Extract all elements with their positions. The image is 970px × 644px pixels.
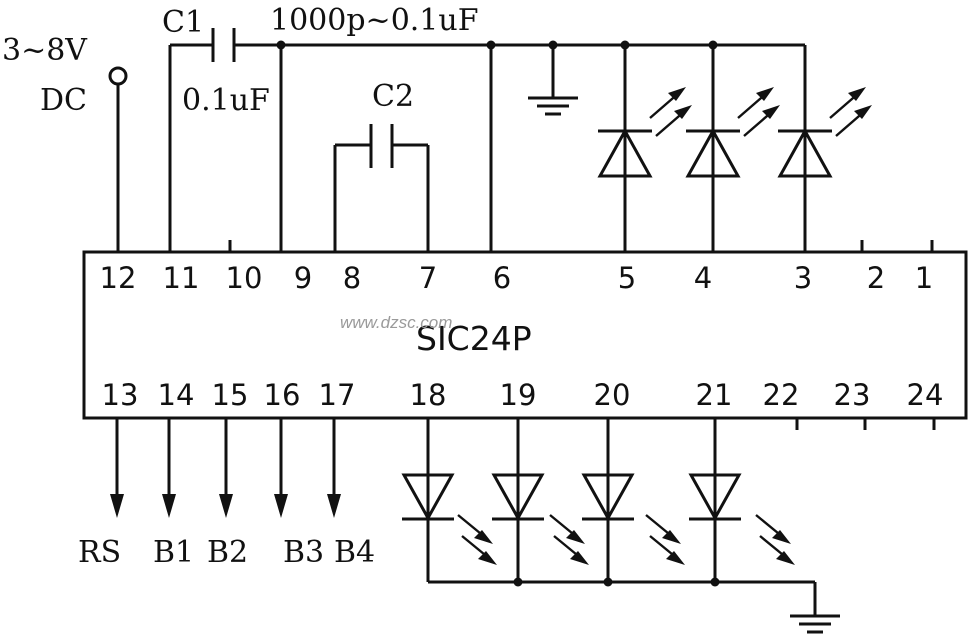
svg-text:21: 21	[696, 378, 733, 412]
c1-value-label: 0.1uF	[182, 83, 270, 118]
svg-text:12: 12	[100, 261, 137, 295]
svg-text:20: 20	[594, 378, 631, 412]
svg-text:4: 4	[694, 261, 712, 295]
chip-body	[82, 250, 968, 420]
supply-voltage-label: 3~8V	[2, 33, 88, 68]
output-label-b3: B3	[283, 535, 324, 570]
supply-type-label: DC	[40, 83, 87, 118]
led-top-pin5	[597, 45, 692, 252]
c1-range-label: 1000p~0.1uF	[270, 3, 479, 38]
svg-text:10: 10	[226, 261, 263, 295]
svg-text:6: 6	[493, 261, 511, 295]
c1-name-label: C1	[162, 5, 204, 40]
c2-name-label: C2	[372, 79, 414, 114]
svg-text:3: 3	[794, 261, 812, 295]
svg-text:19: 19	[500, 378, 537, 412]
output-label-b2: B2	[207, 535, 248, 570]
svg-text:14: 14	[158, 378, 195, 412]
output-label-b4: B4	[334, 535, 375, 570]
led-top-pin4	[685, 45, 780, 252]
svg-text:7: 7	[419, 261, 437, 295]
svg-text:17: 17	[319, 378, 356, 412]
svg-text:15: 15	[212, 378, 249, 412]
svg-text:18: 18	[410, 378, 447, 412]
chip-name-label: SIC24P	[416, 319, 532, 358]
svg-text:2: 2	[867, 261, 885, 295]
output-label-b1: B1	[153, 535, 194, 570]
led-top-pin3	[777, 45, 872, 252]
svg-text:1: 1	[915, 261, 933, 295]
svg-text:24: 24	[907, 378, 944, 412]
power-terminal	[108, 66, 128, 86]
svg-text:16: 16	[264, 378, 301, 412]
svg-text:8: 8	[343, 261, 361, 295]
bottom-pin-numbers: 13 14 15 16 17 18 19 20 21 22 23 24	[102, 378, 944, 412]
bottom-bus-junctions	[513, 577, 720, 587]
svg-text:9: 9	[294, 261, 312, 295]
top-bus-junctions	[276, 40, 718, 50]
top-pin-numbers: 12 11 10 9 8 7 6 5 4 3 2 1	[100, 261, 934, 295]
svg-text:22: 22	[763, 378, 800, 412]
led-bottom-pin21	[688, 418, 795, 582]
led-bottom-pin18	[401, 418, 497, 582]
svg-text:5: 5	[618, 261, 636, 295]
svg-text:13: 13	[102, 378, 139, 412]
led-bottom-pin20	[581, 418, 685, 582]
watermark-text: www.dzsc.com	[340, 313, 452, 332]
output-label-rs: RS	[78, 535, 121, 570]
svg-text:11: 11	[163, 261, 200, 295]
led-bottom-pin19	[491, 418, 589, 582]
svg-text:23: 23	[834, 378, 871, 412]
output-arrows	[110, 418, 341, 518]
